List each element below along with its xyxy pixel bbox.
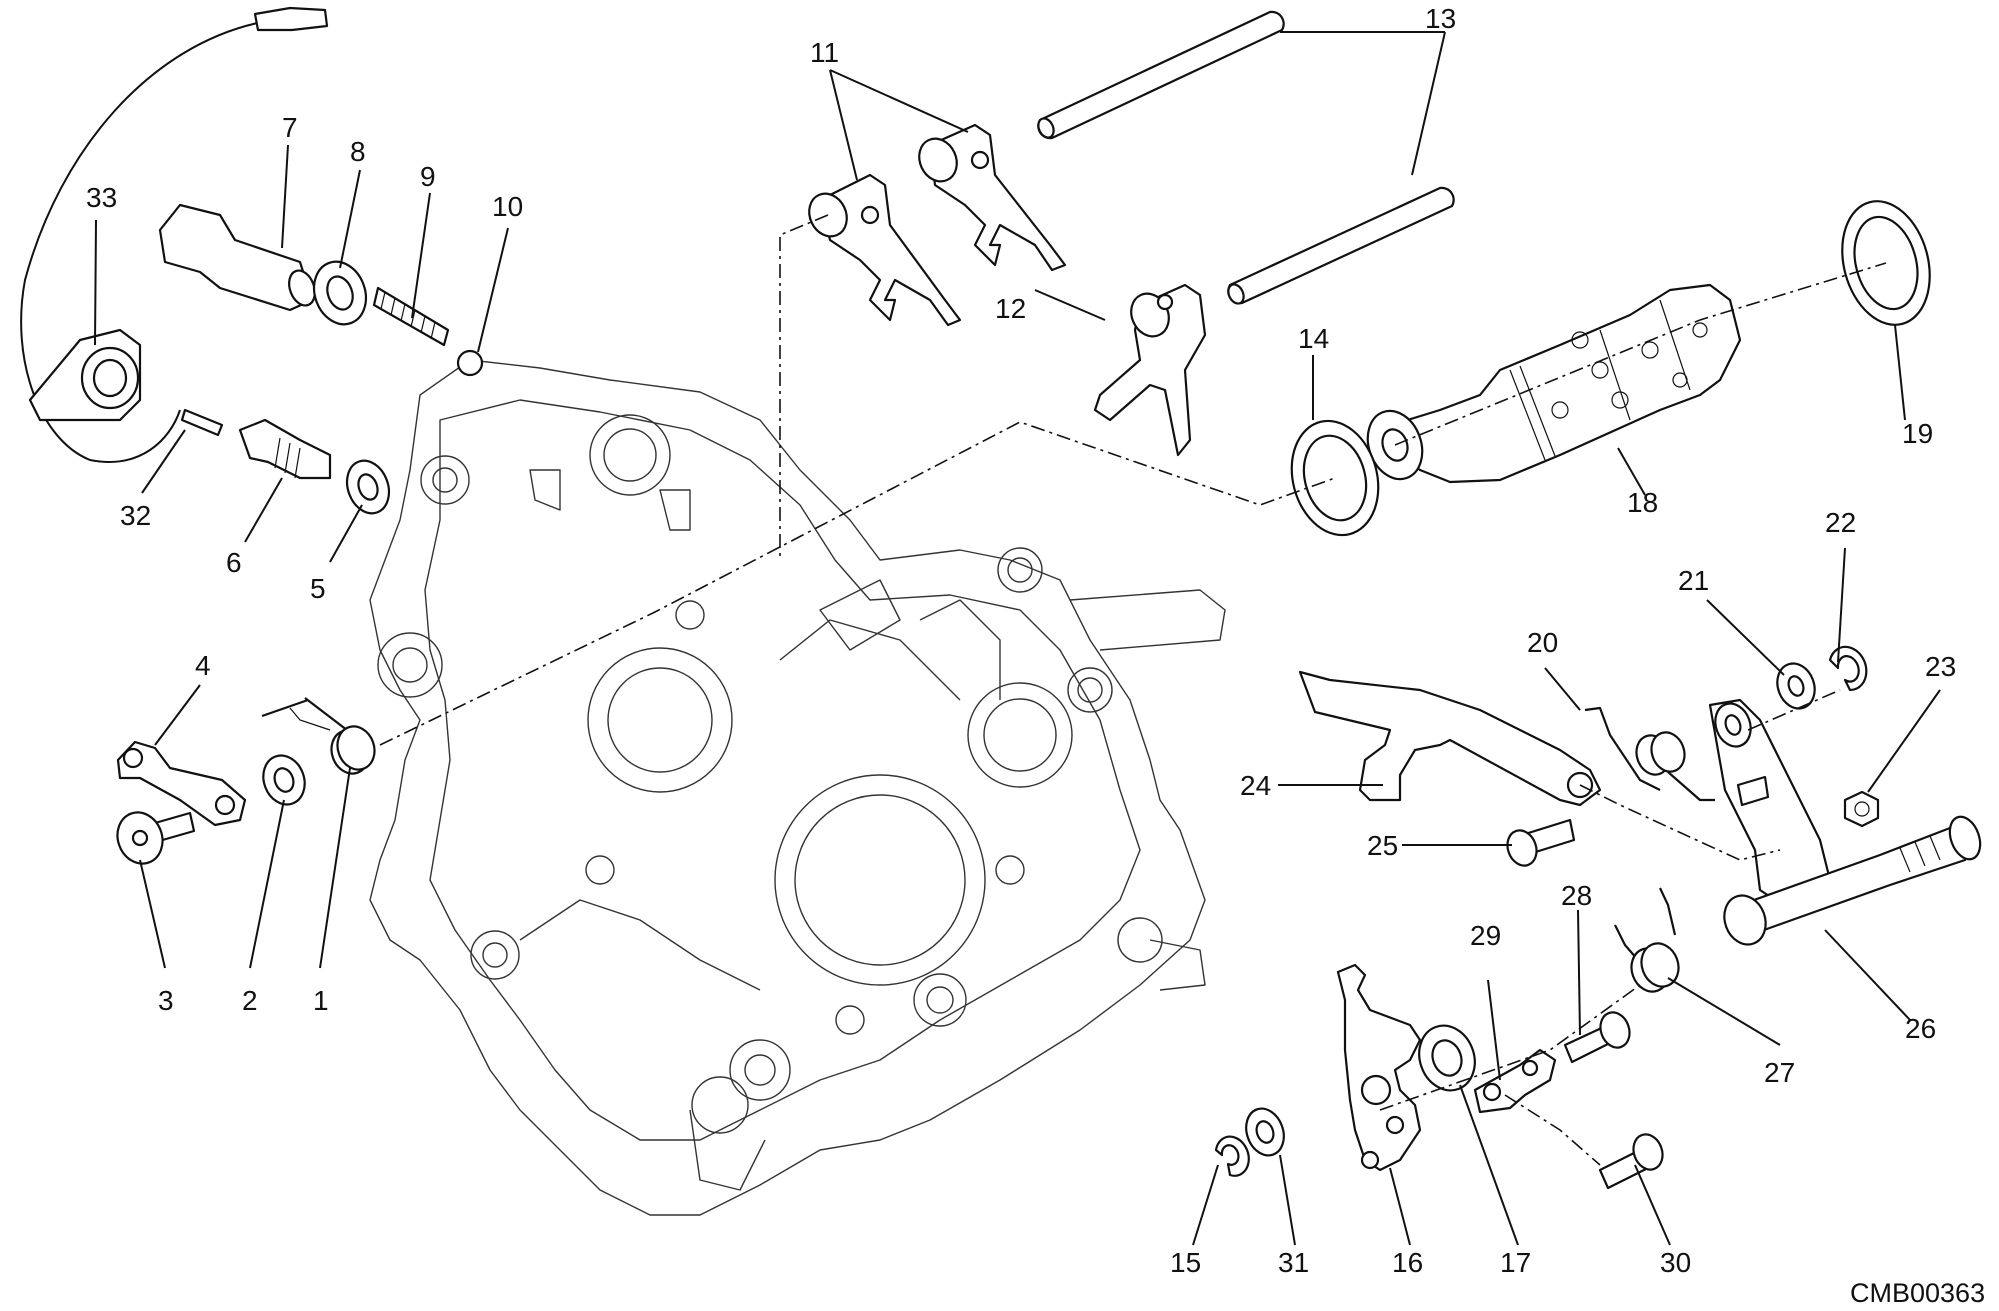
detent-plug — [158, 203, 316, 312]
callout-17: 17 — [1500, 1247, 1531, 1278]
callout-26: 26 — [1905, 1013, 1936, 1044]
detent-spring — [372, 286, 450, 347]
circlip-15 — [1214, 1135, 1250, 1177]
callout-27: 27 — [1764, 1057, 1795, 1088]
switch-washer — [345, 459, 391, 515]
spring-27 — [1614, 887, 1680, 993]
spring-1 — [261, 697, 376, 775]
washer-2 — [262, 754, 306, 806]
thrust-washer-left — [1290, 419, 1380, 537]
washer-21 — [1776, 662, 1816, 710]
callout-21: 21 — [1678, 565, 1709, 596]
bolt-30 — [1598, 1133, 1664, 1190]
callout-5: 5 — [310, 573, 326, 604]
drawing-code: CMB00363 — [1850, 1278, 1985, 1308]
callout-1: 1 — [313, 985, 329, 1016]
fork-shaft-upper — [1037, 10, 1285, 140]
callout-7: 7 — [282, 112, 298, 143]
nut-23 — [1843, 790, 1880, 828]
selector-shaft-26 — [1708, 698, 1982, 946]
callout-30: 30 — [1660, 1247, 1691, 1278]
wiring-lead — [20, 6, 329, 463]
callout-3: 3 — [158, 985, 174, 1016]
stopper-lever — [116, 740, 247, 827]
callout-24: 24 — [1240, 770, 1271, 801]
shift-fork-middle — [918, 123, 1067, 272]
callout-19: 19 — [1902, 418, 1933, 449]
leader-lines — [94, 31, 1941, 1246]
fork-shaft-lower — [1227, 186, 1455, 305]
callout-25: 25 — [1367, 830, 1398, 861]
selector-drum — [1366, 283, 1742, 484]
callout-20: 20 — [1527, 627, 1558, 658]
callout-8: 8 — [350, 136, 366, 167]
callout-labels: 1 2 3 4 5 6 7 8 9 10 11 12 13 14 15 16 1… — [86, 3, 1956, 1278]
shift-fork-right — [1093, 283, 1207, 457]
callout-31: 31 — [1278, 1247, 1309, 1278]
callout-11: 11 — [810, 37, 839, 68]
lever-29 — [1473, 1048, 1557, 1114]
neutral-switch — [238, 418, 332, 480]
crankcase-half — [369, 359, 1226, 1216]
bolt-3 — [116, 811, 196, 865]
callout-15: 15 — [1170, 1247, 1201, 1278]
circlip-22 — [1828, 645, 1868, 692]
detent-ball — [456, 349, 484, 377]
callout-18: 18 — [1627, 487, 1658, 518]
callout-2: 2 — [242, 985, 258, 1016]
shift-fork-left — [808, 173, 962, 327]
callout-13: 13 — [1425, 3, 1456, 34]
switch-connector — [28, 328, 224, 437]
callout-6: 6 — [226, 547, 242, 578]
callout-23: 23 — [1925, 651, 1956, 682]
callout-12: 12 — [995, 293, 1026, 324]
spring-20 — [1584, 706, 1715, 802]
washer-31 — [1245, 1107, 1285, 1157]
callout-14: 14 — [1298, 323, 1329, 354]
callout-4: 4 — [195, 650, 211, 681]
pawl-plate-16 — [1336, 963, 1422, 1172]
callout-28: 28 — [1561, 880, 1592, 911]
bolt-28 — [1563, 1011, 1631, 1064]
callout-29: 29 — [1470, 920, 1501, 951]
bolt-25 — [1506, 818, 1576, 867]
callout-22: 22 — [1825, 507, 1856, 538]
washer-17 — [1418, 1024, 1476, 1092]
callout-10: 10 — [492, 191, 523, 222]
assembly-axes — [379, 214, 1887, 1166]
ratchet-plate-24 — [1298, 670, 1602, 807]
detent-washer — [312, 260, 368, 326]
callout-9: 9 — [420, 161, 436, 192]
callout-32: 32 — [120, 500, 151, 531]
callout-16: 16 — [1392, 1247, 1423, 1278]
callout-33: 33 — [86, 182, 117, 213]
